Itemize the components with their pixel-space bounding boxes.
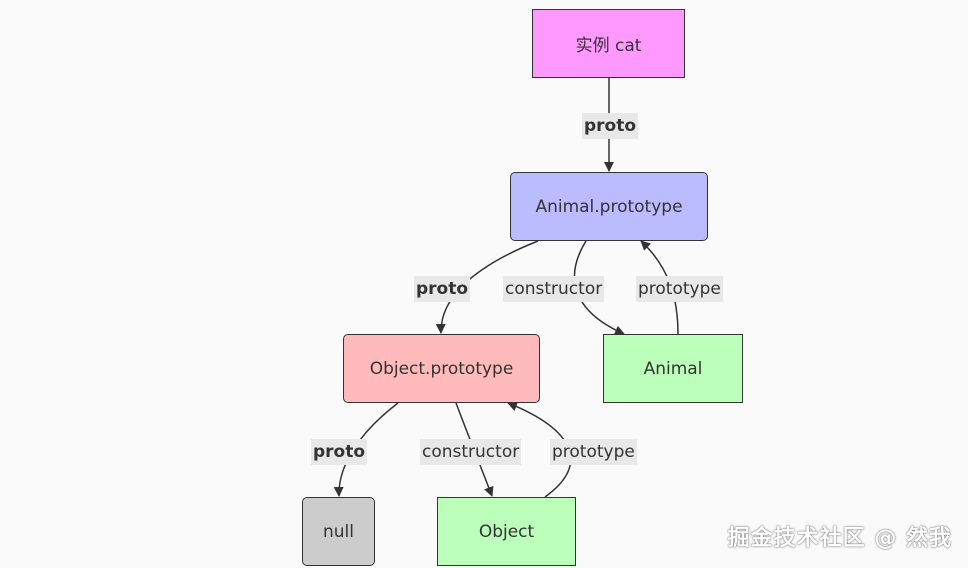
watermark: 掘金技术社区 @ 然我: [727, 526, 952, 551]
edge-label-object-prototype-proto: proto: [311, 439, 368, 465]
node-animal: Animal: [603, 334, 743, 403]
edge-label-object-prototype: prototype: [550, 439, 637, 465]
edge-label-animal-constructor: constructor: [503, 276, 605, 302]
edge-label-object-constructor: constructor: [420, 439, 522, 465]
edge-label-cat-proto: proto: [582, 113, 639, 139]
node-null: null: [302, 497, 375, 566]
node-object-prototype: Object.prototype: [343, 334, 540, 403]
node-object: Object: [437, 497, 576, 566]
node-instance-cat: 实例 cat: [532, 9, 685, 78]
edge-label-animal-prototype-proto: proto: [414, 276, 471, 302]
edge-label-animal-prototype: prototype: [636, 276, 723, 302]
node-animal-prototype: Animal.prototype: [510, 172, 708, 241]
